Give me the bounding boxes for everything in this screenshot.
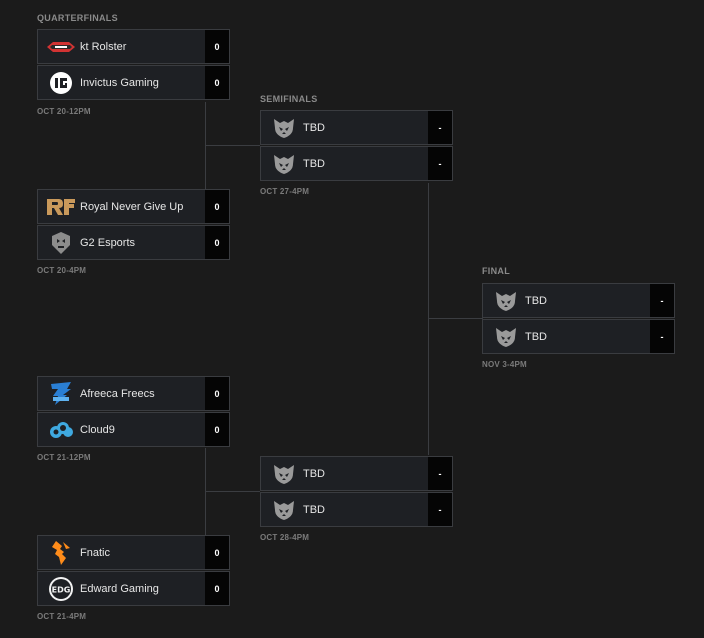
round-title-final: FINAL — [482, 266, 510, 276]
team-name: TBD — [303, 157, 325, 170]
team-name: TBD — [525, 294, 547, 307]
team-score: 0 — [205, 66, 229, 99]
match-qf2[interactable]: Royal Never Give Up 0 G2 Esports 0 — [37, 189, 230, 260]
team-score: 0 — [205, 190, 229, 223]
edg-logo-icon: EDG — [44, 572, 78, 605]
match-qf1[interactable]: kt Rolster 0 Invictus Gaming 0 — [37, 29, 230, 100]
team-score: - — [428, 111, 452, 144]
team-row[interactable]: kt Rolster 0 — [37, 29, 230, 64]
match-time-sf2: OCT 28-4PM — [260, 533, 310, 542]
team-score: - — [428, 493, 452, 526]
team-row[interactable]: Fnatic 0 — [37, 535, 230, 570]
team-row[interactable]: Royal Never Give Up 0 — [37, 189, 230, 224]
tbd-logo-icon — [489, 320, 523, 353]
connector-to-sf2 — [205, 491, 260, 492]
fnatic-logo-icon — [44, 536, 78, 569]
tbd-logo-icon — [267, 493, 301, 526]
match-qf4[interactable]: Fnatic 0 EDG Edward Gaming 0 — [37, 535, 230, 606]
team-row[interactable]: Afreeca Freecs 0 — [37, 376, 230, 411]
team-row[interactable]: Invictus Gaming 0 — [37, 65, 230, 100]
g2-logo-icon — [44, 226, 78, 259]
rng-logo-icon — [44, 190, 78, 223]
tbd-logo-icon — [267, 111, 301, 144]
team-name: Cloud9 — [80, 423, 115, 436]
team-score: 0 — [205, 536, 229, 569]
team-name: Edward Gaming — [80, 582, 159, 595]
match-time-qf3: OCT 21-12PM — [37, 453, 91, 462]
match-time-final: NOV 3-4PM — [482, 360, 527, 369]
team-name: TBD — [303, 121, 325, 134]
invictus-gaming-logo-icon — [44, 66, 78, 99]
svg-text:EDG: EDG — [52, 585, 71, 594]
match-final[interactable]: TBD - TBD - — [482, 283, 675, 354]
team-score: 0 — [205, 30, 229, 63]
team-row[interactable]: TBD - — [482, 319, 675, 354]
team-name: G2 Esports — [80, 236, 136, 249]
team-name: Invictus Gaming — [80, 76, 159, 89]
team-score: 0 — [205, 572, 229, 605]
afreeca-logo-icon — [44, 377, 78, 410]
kt-rolster-logo-icon — [44, 30, 78, 63]
team-name: TBD — [303, 503, 325, 516]
team-score: - — [428, 147, 452, 180]
match-time-sf1: OCT 27-4PM — [260, 187, 310, 196]
team-row[interactable]: Cloud9 0 — [37, 412, 230, 447]
team-name: Fnatic — [80, 546, 110, 559]
team-score: - — [428, 457, 452, 490]
connector-sf1-sf2 — [428, 183, 429, 455]
team-score: 0 — [205, 226, 229, 259]
match-qf3[interactable]: Afreeca Freecs 0 Cloud9 0 — [37, 376, 230, 447]
team-row[interactable]: TBD - — [260, 110, 453, 145]
cloud9-logo-icon — [44, 413, 78, 446]
match-time-qf4: OCT 21-4PM — [37, 612, 87, 621]
team-name: TBD — [303, 467, 325, 480]
team-name: Royal Never Give Up — [80, 200, 184, 213]
team-name: Afreeca Freecs — [80, 387, 155, 400]
team-name: kt Rolster — [80, 40, 127, 53]
match-sf1[interactable]: TBD - TBD - — [260, 110, 453, 181]
connector-to-final — [428, 318, 483, 319]
round-title-semifinals: SEMIFINALS — [260, 94, 318, 104]
team-row[interactable]: EDG Edward Gaming 0 — [37, 571, 230, 606]
match-time-qf1: OCT 20-12PM — [37, 107, 91, 116]
team-row[interactable]: TBD - — [482, 283, 675, 318]
team-score: 0 — [205, 413, 229, 446]
team-row[interactable]: G2 Esports 0 — [37, 225, 230, 260]
tbd-logo-icon — [267, 147, 301, 180]
tbd-logo-icon — [267, 457, 301, 490]
match-time-qf2: OCT 20-4PM — [37, 266, 87, 275]
team-row[interactable]: TBD - — [260, 492, 453, 527]
team-score: - — [650, 284, 674, 317]
team-score: - — [650, 320, 674, 353]
team-row[interactable]: TBD - — [260, 146, 453, 181]
tbd-logo-icon — [489, 284, 523, 317]
team-score: 0 — [205, 377, 229, 410]
connector-to-sf1 — [205, 145, 260, 146]
match-sf2[interactable]: TBD - TBD - — [260, 456, 453, 527]
team-row[interactable]: TBD - — [260, 456, 453, 491]
round-title-quarterfinals: QUARTERFINALS — [37, 13, 118, 23]
team-name: TBD — [525, 330, 547, 343]
